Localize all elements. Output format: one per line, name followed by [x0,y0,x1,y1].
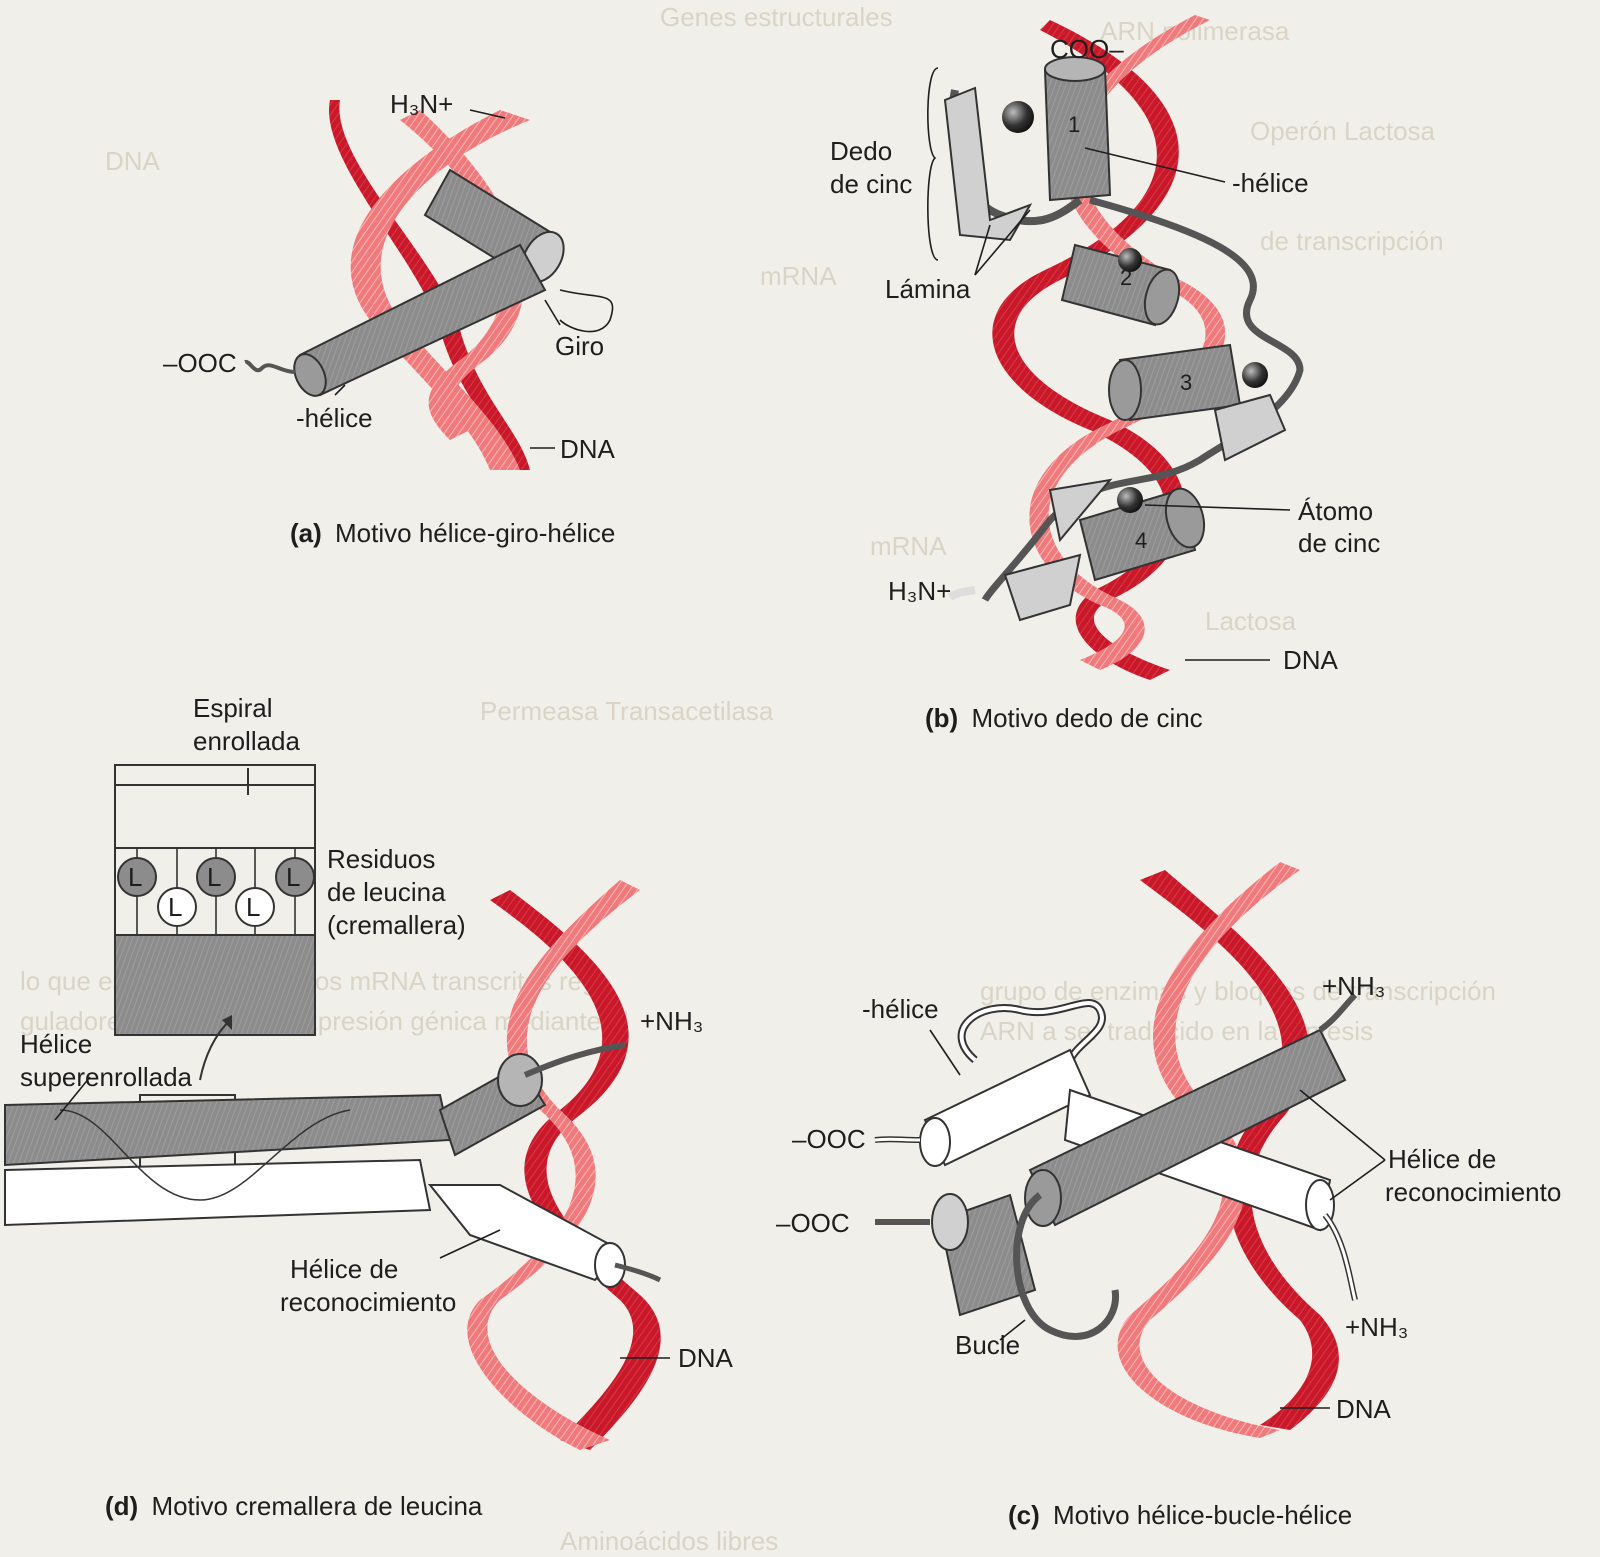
leucine-2: L [207,862,221,892]
panel-c-protein [874,992,1358,1340]
panel-a-label-dna: DNA [560,434,616,464]
panel-d-leucine-zipper: L L L L L Espiral e [4,693,734,1521]
panel-d-label-coil-1: Espiral [193,693,272,723]
panel-c-caption-letter: (c) [1008,1500,1040,1530]
panel-b-zinc-1 [1002,101,1034,133]
panel-c-label-helix: -hélice [862,994,939,1024]
panel-a-caption-letter: (a) [290,518,322,548]
ghost-mrna-2: mRNA [870,531,947,561]
panel-b-finger-number-1: 1 [1068,112,1080,137]
panel-c-label-loop: Bucle [955,1330,1020,1360]
panel-d-leucine-residues: L L L L L [117,857,315,927]
ghost-bottom: Permeasa Transacetilasa [480,696,774,726]
panel-d-label-dna: DNA [678,1343,734,1373]
panel-d-protein [4,1042,662,1288]
panel-c-label-c-terminus-2: –OOC [776,1208,850,1238]
panel-d-caption-letter: (d) [105,1491,138,1521]
panel-d-label-supercoil-2: superenrollada [20,1062,193,1092]
panel-d-label-recog-2: reconocimiento [280,1287,456,1317]
panel-d-label-residues-1: Residuos [327,844,435,874]
panel-c-label-nh3-top: +NH₃ [1322,971,1385,1001]
panel-b-bracket [927,67,939,261]
panel-b-finger-2 [1060,243,1181,327]
panel-d-label-coil-2: enrollada [193,726,301,756]
panel-b-label-zinc-2: de cinc [1298,528,1380,558]
panel-d-dna-helix [467,880,661,1450]
panel-b-sheet-1 [943,86,1033,242]
panel-a-helix-long [293,243,547,397]
panel-c-loop [1013,1192,1120,1340]
panel-d-zoom-arrow [199,1019,231,1081]
panel-a-label-helix: -hélice [296,403,373,433]
panel-a-caption-text: Motivo hélice-giro-hélice [335,518,615,548]
panel-d-label-nh3: +NH₃ [640,1006,703,1036]
panel-b-label-dna: DNA [1283,645,1339,675]
panel-b-finger-number-4: 4 [1135,528,1147,553]
panel-b-finger-4 [1003,478,1206,622]
panel-b-label-sheet: Lámina [885,274,971,304]
ghost-mrna-1: mRNA [760,261,837,291]
panel-a-label-c-terminus: –OOC [163,348,237,378]
panel-c-label-dna: DNA [1336,1394,1392,1424]
panel-c-label-recog-1: Hélice de [1388,1144,1496,1174]
ghost-genes: Genes estructurales [660,2,893,32]
ghost-right-2: Operón Lactosa [1250,116,1436,146]
panel-b-label-coo: COO– [1050,34,1124,64]
panel-d-label-residues-3: (cremallera) [327,910,466,940]
panel-c-label-recog-2: reconocimiento [1385,1177,1561,1207]
panel-b-zinc-finger: 1 2 3 4 COO– Dedo de cinc -hélice Lámina… [830,15,1380,733]
panel-b-label-finger-2: de cinc [830,169,912,199]
panel-b-finger-1 [1043,56,1112,202]
leucine-1: L [128,862,142,892]
ghost-dna: DNA [105,146,161,176]
panel-a-protein [244,168,614,397]
panel-b-label-n-terminus: H₃N+ [888,576,951,606]
panel-a-helix-turn-helix: H₃N+ Giro –OOC -hélice DNA (a) Motivo hé… [163,89,616,548]
panel-b-label-zinc-1: Átomo [1298,496,1373,526]
ghost-para-2: guladores, controlan la expresión génica… [20,1006,629,1036]
panel-c-caption-text: Motivo hélice-bucle-hélice [1053,1500,1352,1530]
panel-a-leaders [334,109,561,449]
ghost-foot: Aminoácidos libres [560,1526,778,1556]
panel-b-caption: (b) Motivo dedo de cinc [925,703,1203,733]
panel-b-finger-number-3: 3 [1180,370,1192,395]
panel-b-label-finger-1: Dedo [830,136,892,166]
panel-a-label-turn: Giro [555,331,604,361]
ghost-lactosa: Lactosa [1205,606,1297,636]
leucine-4: L [168,892,182,922]
panel-b-label-helix: -hélice [1232,168,1309,198]
ghost-right-3: de transcripción [1260,226,1444,256]
panel-d-zipper-inset: L L L L L [114,764,316,1036]
panel-c-label-c-terminus-1: –OOC [792,1124,866,1154]
panel-b-finger-3 [1108,343,1287,462]
panel-b-finger-number-2: 2 [1120,265,1132,290]
panel-c-helix-loop-helix: -hélice +NH₃ –OOC –OOC Hélice de reconoc… [776,862,1561,1530]
panel-d-label-recog-1: Hélice de [290,1254,398,1284]
panel-d-caption-text: Motivo cremallera de leucina [151,1491,482,1521]
panel-b-caption-text: Motivo dedo de cinc [971,703,1202,733]
panel-a-dna-helix [329,100,530,470]
ghost-para-3: grupo de enzimas y bloques de transcripc… [980,976,1496,1006]
panel-d-caption: (d) Motivo cremallera de leucina [105,1491,483,1521]
panel-c-caption: (c) Motivo hélice-bucle-hélice [1008,1500,1352,1530]
leucine-3: L [286,862,300,892]
panel-a-label-n-terminus: H₃N+ [390,89,453,119]
panel-a-caption: (a) Motivo hélice-giro-hélice [290,518,615,548]
panel-b-protein [943,56,1304,622]
panel-d-label-residues-2: de leucina [327,877,446,907]
panel-d-label-supercoil-1: Hélice [20,1029,92,1059]
panel-c-label-nh3-bottom: +NH₃ [1345,1312,1408,1342]
panel-b-caption-letter: (b) [925,703,958,733]
leucine-5: L [246,892,260,922]
